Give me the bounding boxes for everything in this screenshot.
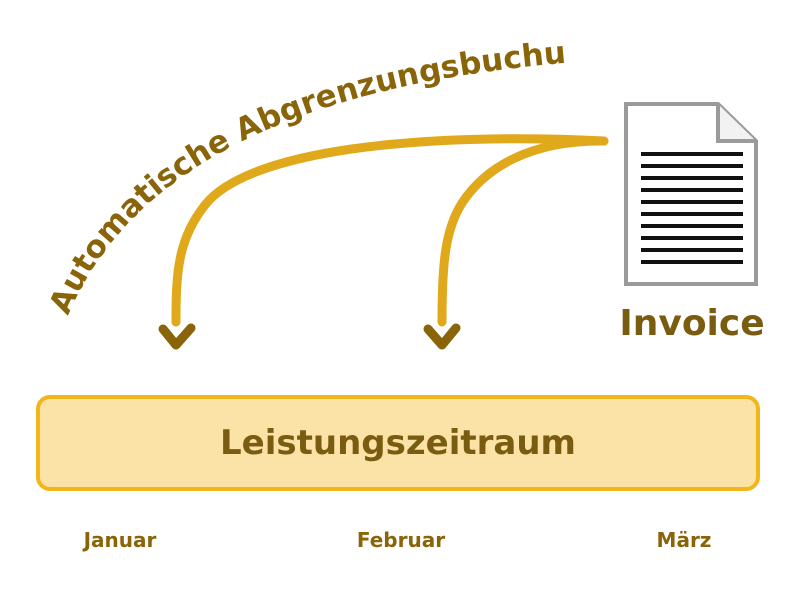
month-label-maerz: März <box>656 528 712 552</box>
service-period-label: Leistungszeitraum <box>220 423 576 463</box>
arrow-to-februar <box>423 136 609 350</box>
invoice-label: Invoice <box>619 303 765 344</box>
invoice-document-icon <box>624 102 758 286</box>
month-label-februar: Februar <box>356 528 446 552</box>
month-label-januar: Januar <box>83 528 157 552</box>
service-period-bar: Leistungszeitraum <box>36 395 760 491</box>
arrow-to-januar <box>158 134 609 350</box>
